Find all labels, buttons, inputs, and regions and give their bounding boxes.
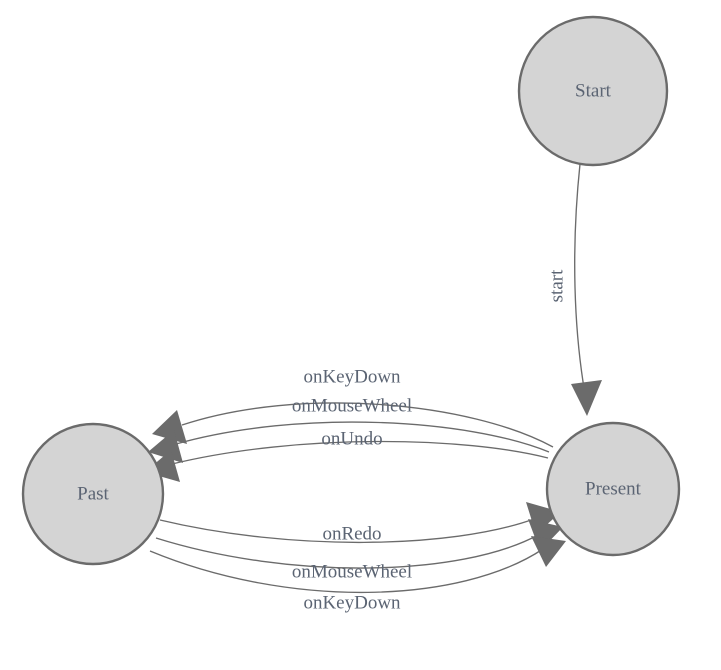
edge-onmousewheel-to-present[interactable]: onMouseWheel [155,519,563,582]
edge-onkeydown-to-past-label: onKeyDown [303,366,401,387]
edge-start[interactable]: start [546,163,602,416]
edge-onredo-to-present[interactable]: onRedo [159,502,561,544]
node-past-label: Past [77,483,109,504]
edge-onkeydown-to-present-path [149,548,544,594]
edge-onmousewheel-to-present-arrowhead [528,519,563,551]
edge-onmousewheel-to-past[interactable]: onMouseWheel [148,395,550,463]
node-past[interactable]: Past [21,422,165,566]
edge-onmousewheel-to-past-label: onMouseWheel [292,395,412,416]
edge-onundo-to-past-path [171,440,549,465]
edge-onkeydown-to-present-arrowhead [531,536,566,567]
edge-onmousewheel-to-present-path [155,534,539,569]
edge-onkeydown-to-present[interactable]: onKeyDown [149,536,566,613]
node-start[interactable]: Start [517,15,669,167]
edge-start-label: start [546,269,567,302]
edge-onkeydown-to-past-path [181,402,554,448]
edge-onmousewheel-to-past-arrowhead [148,430,183,463]
edge-start-arrowhead [571,380,602,416]
edge-onredo-to-present-label: onRedo [322,523,381,544]
node-start-circle [517,15,669,167]
edge-onundo-to-past-label: onUndo [321,428,382,449]
node-present[interactable]: Present [545,421,681,557]
edge-onkeydown-to-past-arrowhead [152,410,187,444]
edge-onkeydown-to-past[interactable]: onKeyDown [152,366,554,448]
node-past-circle [21,422,165,566]
edge-onmousewheel-to-past-path [175,421,550,453]
node-start-label: Start [575,80,612,101]
edge-onkeydown-to-present-label: onKeyDown [303,592,401,613]
edge-onredo-to-present-path [159,518,535,544]
node-present-label: Present [585,478,642,499]
edge-onmousewheel-to-present-label: onMouseWheel [292,561,412,582]
node-present-circle [545,421,681,557]
edge-start-path [574,163,586,395]
